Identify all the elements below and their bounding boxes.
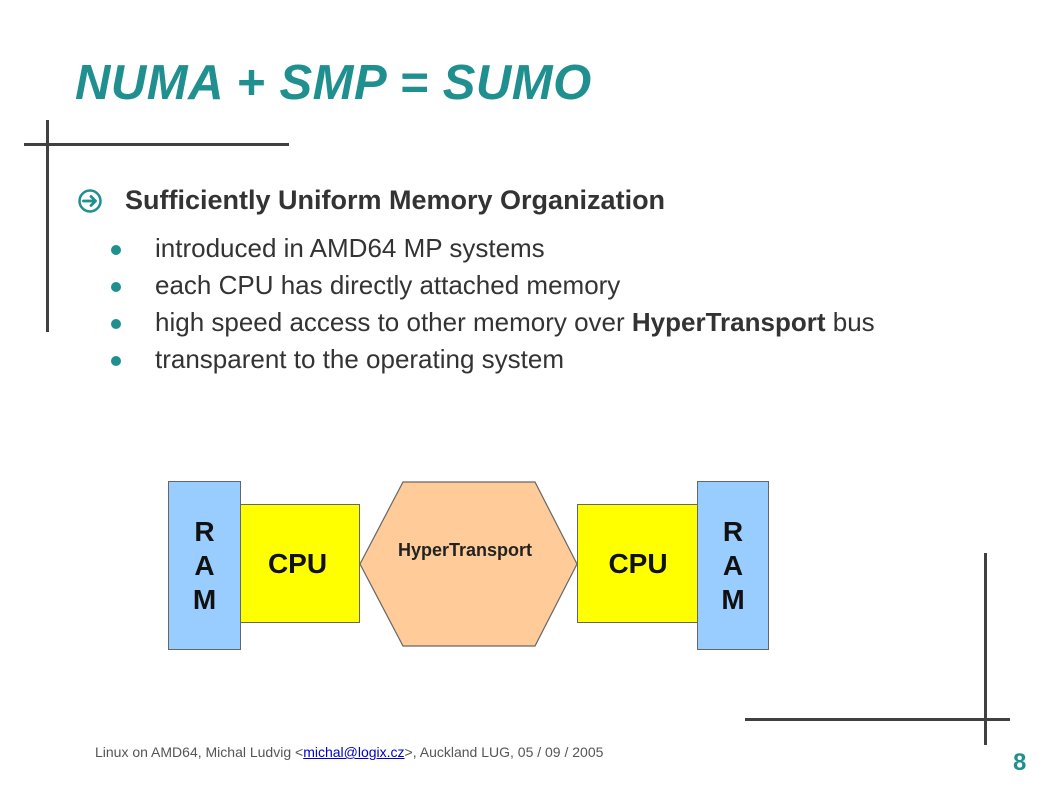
list-item: each CPU has directly attached memory: [108, 267, 1008, 304]
cpu-box-right: CPU: [577, 504, 699, 623]
circled-right-arrow-icon: [78, 188, 102, 213]
hypertransport-term: HyperTransport: [631, 307, 826, 337]
teal-dot-icon: [111, 319, 121, 329]
teal-dot-icon: [111, 245, 121, 255]
cpu-box-left: CPU: [235, 504, 360, 623]
footer-suffix: >, Auckland LUG, 05 / 09 / 2005: [404, 744, 604, 760]
slide-title: NUMA + SMP = SUMO: [75, 56, 592, 110]
list-item-text: each CPU has directly attached memory: [155, 270, 621, 300]
page-number: 8: [1013, 749, 1027, 776]
ram-letter: R: [722, 515, 744, 547]
hypertransport-arrow: [359, 481, 578, 647]
frame-line-bottom-vertical: [984, 553, 987, 745]
teal-dot-icon: [111, 356, 121, 366]
list-item-text-start: high speed access to other memory over: [155, 307, 632, 337]
ram-box-left: R A M: [168, 481, 241, 650]
list-item-text: transparent to the operating system: [155, 344, 565, 374]
list-item-text: introduced in AMD64 MP systems: [155, 233, 545, 263]
teal-dot-icon: [111, 282, 121, 292]
email-link[interactable]: michal@logix.cz: [303, 744, 405, 760]
ram-letter: M: [192, 583, 217, 615]
footer-prefix: Linux on AMD64, Michal Ludvig <: [95, 744, 304, 760]
list-item: high speed access to other memory over H…: [108, 304, 995, 341]
main-point-text: Sufficiently Uniform Memory Organization: [125, 185, 666, 215]
sub-point-list: introduced in AMD64 MP systems each CPU …: [108, 230, 1008, 378]
list-item: introduced in AMD64 MP systems: [108, 230, 1008, 267]
list-item: transparent to the operating system: [108, 341, 1008, 378]
ram-letter: A: [722, 549, 744, 581]
ram-letter: A: [194, 549, 215, 581]
frame-line-top-horizontal: [24, 143, 289, 146]
footer-text: Linux on AMD64, Michal Ludvig <michal@lo…: [95, 744, 603, 760]
ram-letter: M: [721, 583, 745, 615]
cpu-label: CPU: [608, 547, 668, 579]
ram-box-right: R A M: [697, 481, 769, 650]
cpu-label: CPU: [267, 547, 328, 579]
frame-line-bottom-horizontal: [745, 718, 1010, 721]
main-point: Sufficiently Uniform Memory Organization: [78, 185, 665, 216]
list-item-text-end: bus: [825, 307, 875, 337]
frame-line-top-vertical: [46, 120, 49, 332]
hypertransport-label: HyperTransport: [397, 540, 533, 560]
ram-letter: R: [194, 515, 215, 547]
